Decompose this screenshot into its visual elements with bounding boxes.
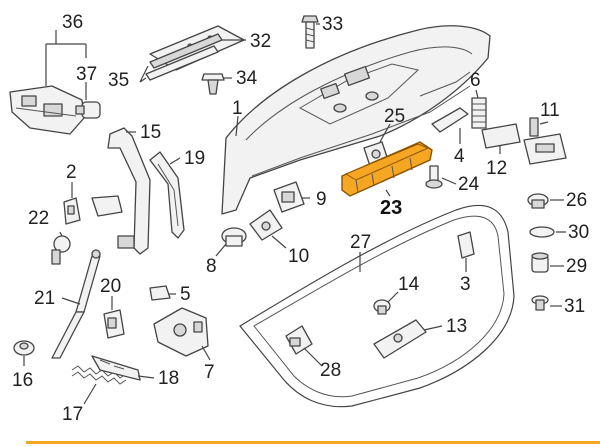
hinge-part (91, 127, 151, 255)
callout-37: 37 (76, 64, 97, 85)
callout-25: 25 (384, 106, 405, 127)
callout-10: 10 (288, 246, 309, 267)
callout-11: 11 (540, 100, 560, 121)
callout-18: 18 (158, 368, 179, 389)
callout-17: 17 (62, 404, 83, 425)
callout-15: 15 (140, 122, 161, 143)
callout-16: 16 (12, 370, 33, 391)
clip-part (201, 73, 225, 95)
callout-23: 23 (380, 197, 402, 219)
stud-24-part (425, 165, 443, 189)
trunk-lid-part (221, 25, 491, 215)
callout-3: 3 (460, 274, 471, 295)
mount-part (103, 309, 125, 339)
latch-part (153, 307, 209, 357)
callout-34: 34 (236, 68, 258, 89)
bracket-4-part (431, 107, 469, 133)
leader-lines (23, 23, 566, 405)
weatherstrip-part (239, 204, 515, 408)
callout-14: 14 (398, 274, 420, 295)
callout-9: 9 (316, 189, 327, 210)
callout-2: 2 (66, 162, 77, 183)
callout-20: 20 (100, 276, 121, 297)
callout-6: 6 (470, 70, 481, 91)
plate-part (481, 123, 521, 149)
callout-22: 22 (28, 208, 49, 229)
bumper-part (221, 227, 247, 247)
callout-31: 31 (564, 296, 585, 317)
callout-13: 13 (446, 316, 467, 337)
callout-29: 29 (566, 256, 587, 277)
callouts: 36 37 35 32 33 34 1 15 19 2 22 21 20 5 7… (12, 12, 589, 425)
callout-24: 24 (458, 174, 480, 195)
highlighted-part-23[interactable] (341, 141, 433, 197)
callout-5: 5 (180, 284, 191, 305)
bumper-3-part (457, 231, 475, 259)
callout-19: 19 (184, 148, 205, 169)
callout-21: 21 (34, 288, 55, 309)
latch-13-part (373, 319, 427, 359)
bracket-10-part (249, 209, 283, 241)
clip-31-part (531, 295, 549, 311)
module-part (523, 117, 567, 165)
bottom-accent-bar (26, 441, 600, 444)
cap-29-part (531, 252, 549, 273)
grommet-part (13, 340, 35, 356)
bumper-14-part (373, 299, 391, 315)
callout-1: 1 (232, 98, 243, 119)
bolt-part (301, 15, 319, 49)
callout-28: 28 (320, 360, 341, 381)
tool-part (91, 355, 141, 381)
spring-part (71, 365, 127, 385)
plug-30-part (529, 226, 555, 238)
bulb-part (75, 101, 101, 119)
spring-bumper-part (471, 97, 487, 129)
gas-strut-part (51, 249, 101, 359)
lock-assembly-part (9, 85, 85, 135)
callout-36: 36 (62, 12, 83, 33)
callout-30: 30 (568, 222, 589, 243)
stopper-part (149, 285, 171, 301)
callout-35: 35 (108, 70, 129, 91)
callout-8: 8 (206, 256, 217, 277)
trim-part (149, 151, 185, 239)
cover-panel-part (145, 25, 245, 81)
callout-7: 7 (204, 362, 215, 383)
callout-32: 32 (250, 31, 271, 52)
callout-12: 12 (486, 158, 507, 179)
callout-4: 4 (454, 146, 465, 167)
callout-27: 27 (350, 232, 371, 253)
stud-bolt-part (51, 235, 71, 265)
bracket-small-part (63, 197, 81, 225)
bracket-28-part (285, 325, 313, 355)
callout-33: 33 (322, 14, 343, 35)
bracket-9-part (273, 181, 305, 213)
cap-26-part (527, 193, 549, 209)
callout-26: 26 (566, 190, 587, 211)
